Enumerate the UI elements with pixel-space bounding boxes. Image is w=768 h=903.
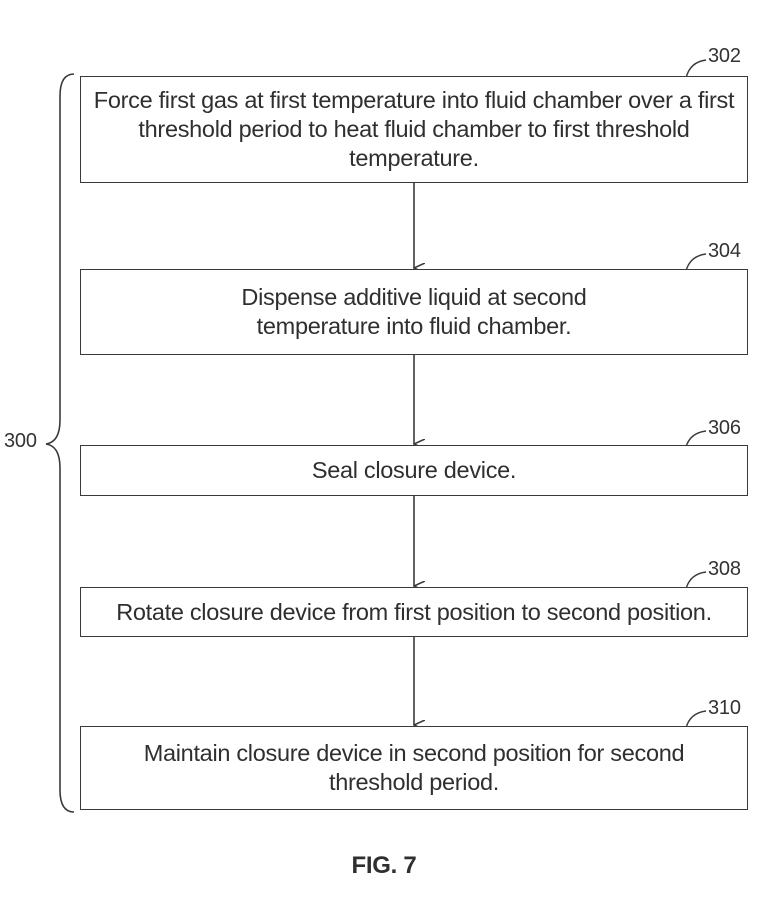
step-box-302: Force first gas at first temperature int…: [80, 76, 748, 183]
step-box-310: Maintain closure device in second positi…: [80, 726, 748, 810]
step-box-308: Rotate closure device from first positio…: [80, 587, 748, 637]
step-text-306: Seal closure device.: [304, 456, 524, 485]
step-box-304: Dispense additive liquid at second tempe…: [80, 269, 748, 355]
figure-caption: FIG. 7: [0, 852, 768, 880]
step-text-308: Rotate closure device from first positio…: [108, 598, 720, 627]
process-brace: [46, 74, 74, 812]
ref-label-308: 308: [708, 558, 741, 581]
process-ref-label: 300: [4, 430, 37, 453]
step-text-310: Maintain closure device in second positi…: [81, 739, 747, 797]
ref-label-302: 302: [708, 45, 741, 68]
step-box-306: Seal closure device.: [80, 445, 748, 496]
ref-label-310: 310: [708, 697, 741, 720]
ref-label-306: 306: [708, 417, 741, 440]
step-text-302: Force first gas at first temperature int…: [81, 86, 747, 173]
ref-label-304: 304: [708, 240, 741, 263]
step-text-304: Dispense additive liquid at second tempe…: [81, 283, 747, 341]
